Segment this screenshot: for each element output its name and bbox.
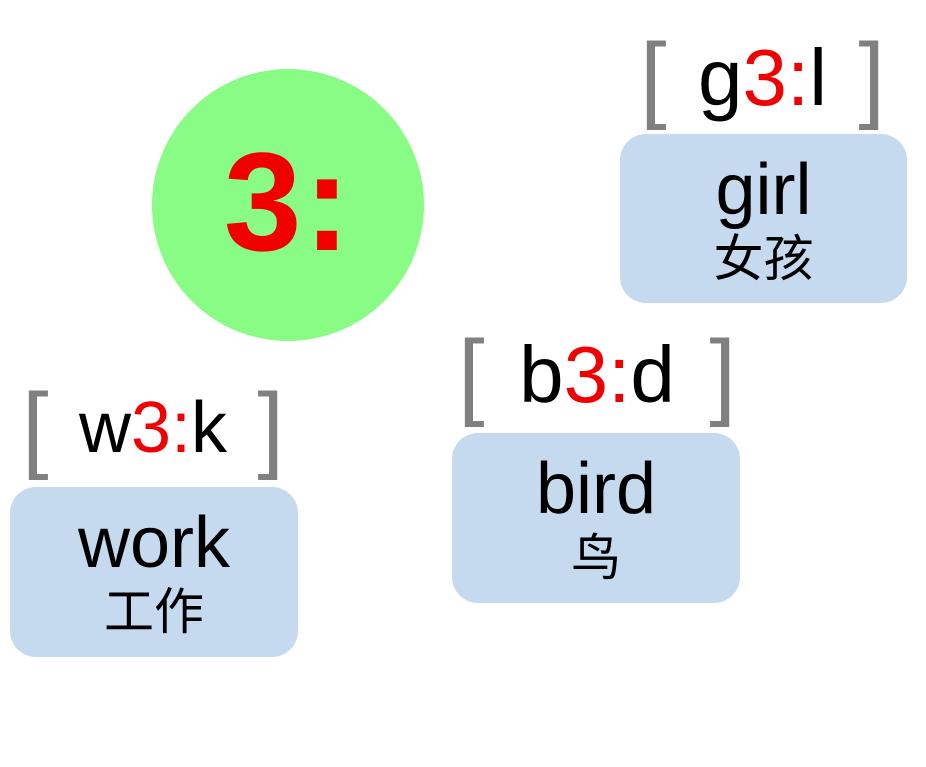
open-bracket: [	[22, 374, 49, 481]
close-bracket: ]	[709, 321, 736, 428]
close-bracket: ]	[257, 374, 284, 481]
open-bracket: [	[640, 24, 667, 131]
english-word: girl	[715, 149, 812, 230]
english-word: work	[77, 503, 230, 583]
phonetic-text: w3:k	[78, 388, 228, 468]
open-bracket: [	[458, 321, 485, 428]
phonetic-girl: [ g3:l ]	[640, 28, 885, 128]
english-word: bird	[535, 449, 657, 529]
chinese-translation: 女孩	[713, 229, 814, 288]
phonetic-bird: [ b3:d ]	[458, 325, 736, 425]
close-bracket: ]	[858, 24, 885, 131]
word-card-girl: girl 女孩	[620, 134, 907, 303]
phonetic-text: b3:d	[519, 330, 675, 419]
vowel-symbol-circle: 3:	[152, 69, 424, 341]
word-card-bird: bird 鸟	[452, 433, 740, 603]
chinese-translation: 鸟	[571, 529, 621, 587]
word-card-work: work 工作	[10, 487, 298, 657]
phonetic-work: [ w3:k ]	[22, 378, 284, 478]
chinese-translation: 工作	[104, 583, 204, 641]
vowel-symbol: 3:	[223, 123, 353, 280]
phonetic-text: g3:l	[698, 33, 827, 122]
